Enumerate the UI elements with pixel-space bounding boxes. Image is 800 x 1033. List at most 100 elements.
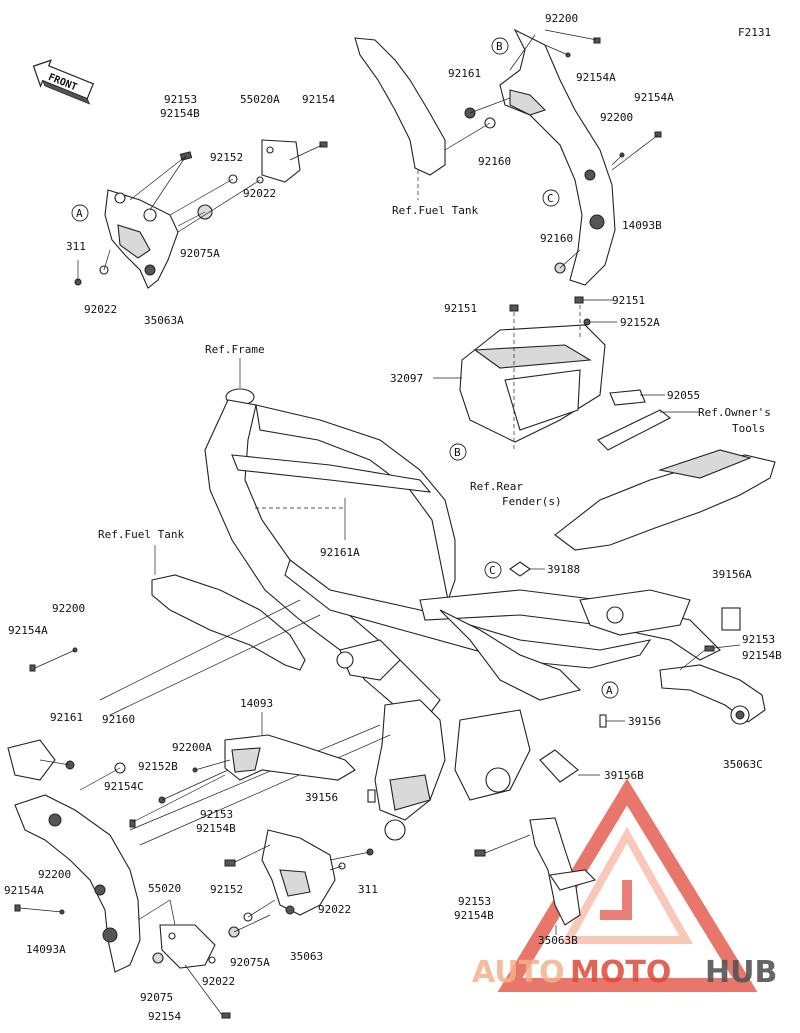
part-label: 311	[66, 240, 86, 253]
part-label: 92022	[202, 975, 235, 988]
brand-part3: HUB	[705, 955, 777, 990]
part-label: 92022	[243, 187, 276, 200]
bracket-55020	[159, 924, 216, 969]
part-label: 92160	[540, 232, 573, 245]
part-label: 92154A	[8, 624, 48, 637]
part-label: 39188	[547, 563, 580, 576]
damper-39156	[599, 714, 607, 728]
part-label: 39156A	[712, 568, 752, 581]
part-label: 92075A	[230, 956, 270, 969]
part-label: 55020A	[240, 93, 280, 106]
bolt-92151-b	[574, 296, 584, 304]
part-label: 92200A	[172, 741, 212, 754]
part-label: 92153	[164, 93, 197, 106]
part-label: 92160	[102, 713, 135, 726]
ref-rear-fender-1: Ref.Rear	[470, 480, 523, 493]
part-label: 92200	[545, 12, 578, 25]
part-label: 92152A	[620, 316, 660, 329]
part-label: 92153	[458, 895, 491, 908]
callout-b-frame: B	[449, 443, 467, 461]
part-label: 92200	[38, 868, 71, 881]
pad-39156a	[721, 607, 741, 631]
brand-part1: AUTO	[472, 955, 565, 990]
part-label: 55020	[148, 882, 181, 895]
svg-text:B: B	[496, 40, 503, 53]
ref-fuel-tank-left: Ref.Fuel Tank	[98, 528, 184, 541]
part-label: 92154	[302, 93, 335, 106]
part-label: 92152	[210, 883, 243, 896]
ref-owners-tools-1: Ref.Owner's	[698, 406, 771, 419]
damper-39156-mid	[367, 789, 376, 803]
frame-guard-14093b	[499, 28, 616, 286]
figure-code: F2131	[738, 26, 771, 39]
part-label: 92151	[612, 294, 645, 307]
bolt-92154a-top	[593, 37, 601, 44]
automotohub-watermark: AUTO MOTO HUB	[472, 955, 777, 990]
rear-fender	[554, 454, 776, 551]
bolt-92154-tl	[319, 141, 328, 148]
part-label: 92161	[50, 711, 83, 724]
washer-92022-b2	[208, 956, 216, 964]
part-label: 92160	[478, 155, 511, 168]
bolt-92154c	[129, 819, 136, 828]
part-label: 92075A	[180, 247, 220, 260]
part-label: 39156B	[604, 769, 644, 782]
fuel-tank-cover-left	[151, 574, 306, 671]
callout-c-top: C	[542, 189, 560, 207]
part-label: 92154B	[742, 649, 782, 662]
part-label: 92154A	[634, 91, 674, 104]
part-label: 311	[358, 883, 378, 896]
part-label: 14093	[240, 697, 273, 710]
bracket-55020a	[261, 139, 301, 183]
part-label: 92154A	[4, 884, 44, 897]
part-label: 32097	[390, 372, 423, 385]
part-label: 92200	[600, 111, 633, 124]
bolt-92153-br	[474, 849, 486, 857]
part-label: 35063B	[538, 934, 578, 947]
part-label: 92153	[200, 808, 233, 821]
pad-39156b	[539, 749, 579, 783]
ref-fuel-tank-top: Ref.Fuel Tank	[392, 204, 478, 217]
part-label: 92152	[210, 151, 243, 164]
part-label: 92075	[140, 991, 173, 1004]
svg-text:B: B	[454, 446, 461, 459]
svg-text:C: C	[489, 564, 496, 577]
bolt-92153-r	[704, 645, 715, 652]
part-label: 39156	[305, 791, 338, 804]
part-label: 92153	[742, 633, 775, 646]
bolt-92154a-l	[29, 664, 36, 672]
part-label: 14093B	[622, 219, 662, 232]
front-direction-arrow: FRONT	[32, 59, 95, 105]
part-label: 92022	[318, 903, 351, 916]
label-plate-39188	[509, 561, 531, 577]
svg-text:A: A	[76, 207, 83, 220]
part-label: 92152B	[138, 760, 178, 773]
part-label: 92151	[444, 302, 477, 315]
collar-92152a	[583, 318, 591, 326]
part-label: 92022	[84, 303, 117, 316]
fuel-tank-cover-top	[354, 37, 446, 176]
front-footpeg-bracket-right	[104, 189, 179, 289]
part-label: 92154C	[104, 780, 144, 793]
bolt-92154-b	[221, 1012, 231, 1019]
svg-text:C: C	[547, 192, 554, 205]
part-label: 92055	[667, 389, 700, 402]
nut-92075	[152, 952, 164, 964]
bolt-92151-a	[509, 304, 519, 312]
part-label: 35063C	[723, 758, 763, 771]
brand-part2: MOTO	[570, 955, 671, 990]
footpeg-bracket-35063b	[529, 817, 581, 926]
main-frame	[204, 388, 721, 841]
part-label: 92154B	[160, 107, 200, 120]
part-label: 35063A	[144, 314, 184, 327]
part-label: 14093A	[26, 943, 66, 956]
bolt-92153-bl	[224, 859, 236, 867]
part-label: 92154A	[576, 71, 616, 84]
part-label: 92200	[52, 602, 85, 615]
bolt-92154a-bl	[14, 904, 21, 912]
band-92055	[609, 389, 646, 406]
part-label: 39156	[628, 715, 661, 728]
part-label: 35063	[290, 950, 323, 963]
